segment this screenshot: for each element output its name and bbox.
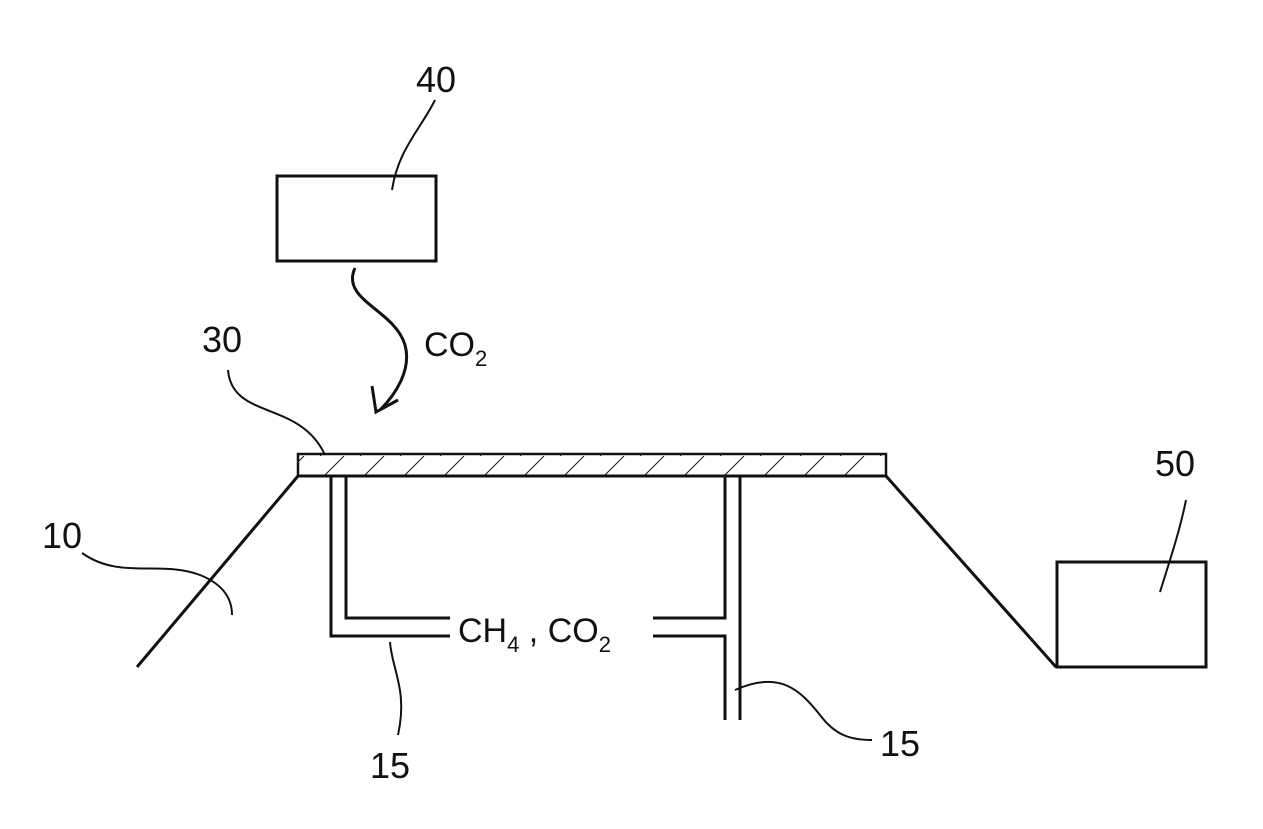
label-40: 40	[416, 59, 456, 100]
landfill-right-slope	[886, 476, 1056, 667]
leader-10	[82, 553, 232, 615]
box-50	[1057, 562, 1206, 667]
leader-15-left	[390, 642, 401, 735]
label-30: 30	[202, 319, 242, 360]
co2-arrow	[352, 268, 406, 410]
landfill-left-slope	[137, 476, 298, 667]
label-50: 50	[1155, 443, 1195, 484]
box-40	[277, 176, 436, 261]
pipe-left-outer	[331, 476, 450, 636]
gas-outflow-label: CH4 , CO2	[458, 612, 611, 657]
label-15-left: 15	[370, 745, 410, 786]
leader-50	[1160, 500, 1186, 592]
label-10: 10	[42, 515, 82, 556]
leader-30	[228, 370, 325, 455]
pipe-right-lower	[653, 636, 725, 720]
pipe-right-left-wall	[653, 476, 725, 618]
leader-15-right	[735, 682, 872, 740]
pipe-left-inner	[346, 476, 450, 618]
label-15-right: 15	[880, 723, 920, 764]
co2-inflow-label: CO2	[424, 326, 487, 371]
cover-layer-30	[298, 454, 886, 476]
co2-arrowhead	[372, 386, 398, 412]
